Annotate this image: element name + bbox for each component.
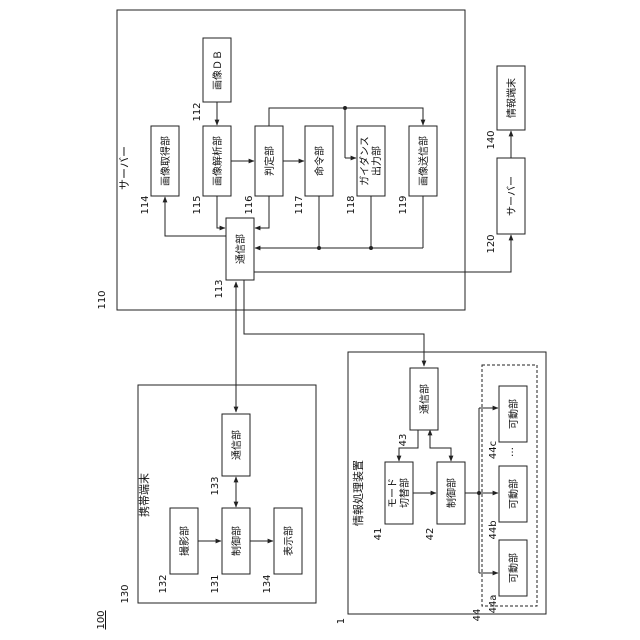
block-132-camera: 撮影部 [170,508,198,574]
number-117: 117 [294,195,305,214]
svg-text:制御部: 制御部 [230,526,243,556]
number-44c: 44c [488,441,499,459]
number-113: 113 [214,279,225,298]
block-116-judgment: 判定部 [255,126,283,196]
block-140-info-terminal: 情報端末 [497,66,525,130]
svg-text:撮影部: 撮影部 [178,526,191,556]
block-119-image-transmission: 画像送信部 [409,126,437,196]
svg-text:画像送信部: 画像送信部 [417,136,430,186]
block-117-command: 命令部 [305,126,333,196]
movable-group-number: 44 [472,609,483,622]
svg-text:情報端末: 情報端末 [505,78,518,118]
server-title: サーバー [118,146,131,190]
number-43: 43 [398,434,409,447]
server-number: 110 [97,290,108,309]
block-112-image-db: 画像ＤＢ [203,38,231,102]
svg-text:通信部: 通信部 [230,430,243,460]
svg-text:制御部: 制御部 [445,478,458,508]
number-44b: 44b [488,520,499,539]
svg-text:可動部: 可動部 [507,399,520,429]
number-133: 133 [210,476,221,495]
info-processing-device-number: 1 [336,618,347,624]
info-processing-device-title: 情報処理装置 [352,460,365,526]
svg-text:可動部: 可動部 [507,479,520,509]
svg-text:画像解析部: 画像解析部 [211,136,224,186]
block-133-terminal-communication: 通信部 [222,414,250,476]
svg-text:可動部: 可動部 [507,553,520,583]
number-41: 41 [373,528,384,541]
number-118: 118 [346,195,357,214]
number-132: 132 [158,574,169,593]
block-44a-movable: 可動部 [499,540,527,596]
movable-ellipsis: … [505,447,516,457]
block-114-image-acquisition: 画像取得部 [151,126,179,196]
number-115: 115 [192,195,203,214]
figure-number: 100 [96,610,107,629]
network-connections [236,280,424,412]
svg-text:モード: モード [388,478,399,508]
block-134-display: 表示部 [274,508,302,574]
block-120-server: サーバー [497,158,525,234]
block-118-guidance-output: ガイダンス 出力部 [357,126,385,196]
block-131-terminal-control: 制御部 [222,508,250,574]
block-44c-movable: 可動部 [499,386,527,442]
block-41-mode-switch: モード 切替部 [385,462,413,524]
number-140: 140 [486,130,497,149]
block-43-device-communication: 通信部 [410,368,438,430]
block-115-image-analysis: 画像解析部 [203,126,231,196]
svg-text:サーバー: サーバー [506,176,518,216]
number-119: 119 [398,195,409,214]
svg-text:画像取得部: 画像取得部 [159,136,172,186]
svg-text:判定部: 判定部 [263,146,276,176]
block-113-server-communication: 通信部 [226,218,254,280]
number-120: 120 [486,234,497,253]
block-42-device-control: 制御部 [437,462,465,524]
number-116: 116 [244,195,255,214]
svg-text:命令部: 命令部 [313,146,326,176]
number-42: 42 [425,528,436,541]
number-114: 114 [140,195,151,214]
portable-terminal-number: 130 [120,584,131,603]
number-44a: 44a [488,595,499,614]
svg-text:通信部: 通信部 [234,234,247,264]
svg-text:出力部: 出力部 [370,146,383,176]
svg-text:ガイダンス: ガイダンス [358,136,371,185]
number-134: 134 [262,574,273,593]
portable-terminal-title: 携帯端末 [137,473,151,517]
block-44b-movable: 可動部 [499,466,527,522]
svg-text:表示部: 表示部 [282,526,295,556]
svg-text:通信部: 通信部 [418,384,431,414]
svg-text:切替部: 切替部 [398,478,411,508]
number-112: 112 [192,102,203,121]
svg-text:画像ＤＢ: 画像ＤＢ [212,50,224,90]
number-131: 131 [210,574,221,593]
